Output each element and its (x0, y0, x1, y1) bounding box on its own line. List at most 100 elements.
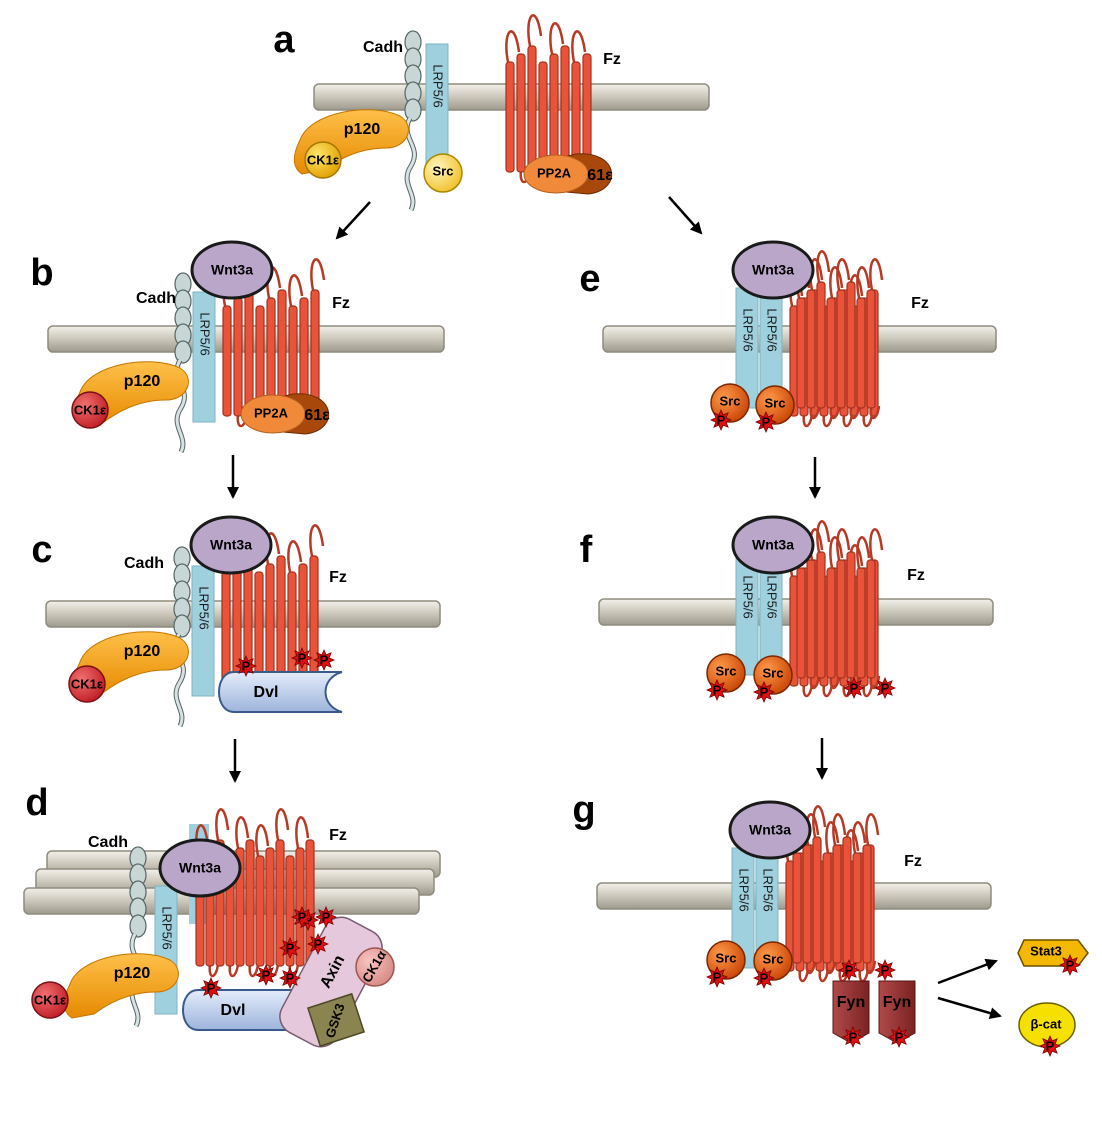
wnt3a-label: Wnt3a (749, 822, 791, 838)
fz-helix (816, 281, 826, 409)
arrow-shaft (937, 996, 1001, 1018)
dvl-label: Dvl (254, 684, 279, 701)
phosphate-label: P (850, 680, 859, 695)
phosphate-label: P (760, 970, 769, 985)
fz-loop (829, 266, 844, 299)
lrp-receptor: LRP5/6 (154, 885, 178, 1015)
phosphate-star (841, 1025, 865, 1049)
fz-helix (233, 297, 243, 417)
fz-helix (796, 297, 806, 409)
arrow-a-to-b (335, 201, 371, 240)
fz-loop (836, 528, 851, 561)
phosphate-star (752, 680, 776, 704)
fz-loop (849, 405, 861, 420)
src-kinase: Src (423, 153, 463, 193)
wnt3a-label: Wnt3a (752, 262, 794, 278)
phosphate: P (290, 905, 314, 929)
cadherin (174, 272, 192, 454)
phosphate-label: P (881, 680, 890, 695)
pp2a-label: PP2A (537, 165, 572, 180)
lrp-receptor: LRP5/6 (759, 287, 783, 409)
phosphate-label: P (895, 1029, 904, 1044)
phosphate-star (199, 976, 223, 1000)
fz-helix (275, 839, 285, 967)
fz-helix (527, 45, 537, 173)
fz-loop (829, 405, 841, 420)
fz-helix (802, 844, 812, 964)
fz-helix (856, 297, 866, 409)
lrp-receptor: LRP5/6 (425, 43, 449, 165)
arrow-head (816, 768, 828, 780)
fz-helix (836, 559, 846, 679)
fz-label: Fz (329, 827, 347, 844)
cadherin-domain (129, 914, 147, 938)
phosphate-star (842, 676, 866, 700)
fz-loop (295, 816, 310, 849)
ck1e-label: CK1ε (71, 676, 103, 691)
fz-loop (809, 675, 821, 690)
phosphate: P (199, 976, 223, 1000)
lrp-label: LRP5/6 (741, 575, 756, 618)
panel-f-label: f (580, 529, 593, 571)
ck1a-circle (355, 947, 395, 987)
fz-helix (866, 289, 876, 409)
phosphate-star (314, 905, 338, 929)
wnt3a-ellipse (731, 515, 815, 575)
src-label: Src (716, 950, 737, 965)
fz-helix (842, 836, 852, 964)
wnt3a-ligand: Wnt3a (728, 800, 812, 860)
fz-loop (235, 816, 250, 849)
wnt3a-ligand: Wnt3a (731, 240, 815, 300)
axin-shape (279, 916, 383, 1048)
phosphate-star (754, 410, 778, 434)
arrow-to-stat3 (937, 958, 998, 985)
fz-helix (796, 567, 806, 679)
phosphate-star (1038, 1034, 1062, 1058)
membrane (45, 600, 441, 628)
p120-label: p120 (114, 965, 151, 982)
fyn-label: Fyn (883, 994, 911, 1011)
phosphate-star (234, 654, 258, 678)
phosphate: P (234, 654, 258, 678)
fz-helix (852, 852, 862, 964)
fz-label: Fz (332, 295, 350, 312)
wnt3a-ligand: Wnt3a (158, 838, 242, 898)
fz-helix (254, 571, 264, 683)
stat3-label: Stat3 (1030, 943, 1062, 958)
lrp-label: LRP5/6 (765, 575, 780, 618)
pp2a-61e-label: 61ε (587, 167, 613, 184)
src-label: Src (716, 663, 737, 678)
phosphate-label: P (286, 970, 295, 985)
frizzled-receptor (796, 250, 881, 420)
pp2a-a-subunit (240, 394, 306, 434)
arrow-to-bcat (937, 996, 1002, 1019)
fz-loop (829, 675, 841, 690)
fz-loop (288, 274, 304, 307)
fz-loop (505, 30, 521, 63)
phosphate: P (290, 646, 314, 670)
fz-label: Fz (907, 567, 925, 584)
src-circle (423, 153, 463, 193)
fz-helix (549, 53, 559, 173)
frizzled-receptor (796, 520, 881, 690)
cadh-label: Cadh (363, 39, 403, 56)
wnt3a-ellipse (190, 240, 274, 300)
ck1e-kinase: CK1ε (68, 665, 106, 703)
fz-helix (285, 855, 295, 967)
fz-label: Fz (603, 51, 621, 68)
ck1e-label: CK1ε (307, 152, 339, 167)
fz-helix (822, 852, 832, 964)
ck1a-kinase: CK1α (355, 947, 395, 987)
fz-helix (516, 53, 526, 173)
lrp-receptor: LRP5/6 (755, 847, 779, 969)
fz-helix (866, 559, 876, 679)
panel-g-label: g (572, 789, 595, 831)
ck1e-circle (68, 665, 106, 703)
phosphate-star (873, 958, 897, 982)
